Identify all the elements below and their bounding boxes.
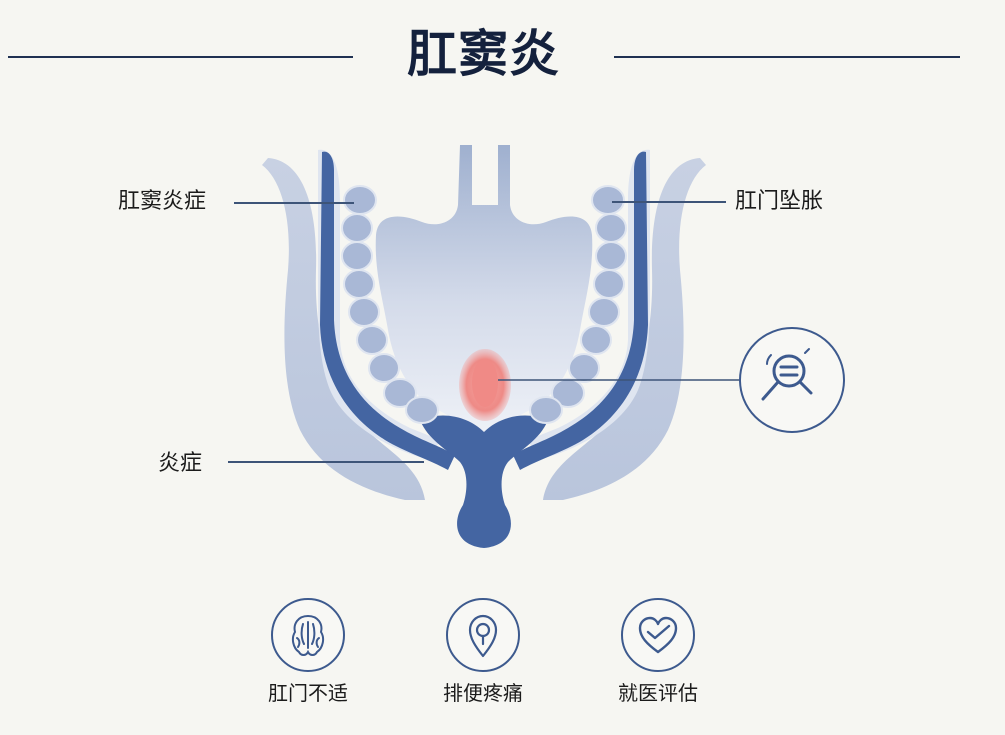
title-rule-right xyxy=(614,56,960,58)
outer-muscle-right xyxy=(543,158,706,500)
magnifier-circle xyxy=(739,327,845,433)
anal-crypts-left xyxy=(341,185,439,424)
label-anal-bearing-down: 肛门坠胀 xyxy=(735,189,824,214)
label-inflammation: 炎症 xyxy=(158,451,203,476)
leader-line-top-left xyxy=(234,202,354,204)
rectal-wall-left xyxy=(320,151,455,470)
leader-line-bottom-left xyxy=(228,461,424,463)
inflammation-core xyxy=(472,359,498,407)
anal-canal xyxy=(420,415,548,548)
medical-evaluation-icon xyxy=(621,598,695,672)
rectal-wall-right xyxy=(513,151,648,470)
icon-label-bowel-pain: 排便疼痛 xyxy=(443,681,523,705)
label-anal-sinusitis-inflammation: 肛窦炎症 xyxy=(118,189,207,214)
bowel-pain-icon xyxy=(446,598,520,672)
anal-crypts-right xyxy=(529,185,627,424)
title-rule-left xyxy=(8,56,353,58)
magnifier-icon xyxy=(761,348,813,401)
leader-line-top-right xyxy=(612,201,726,203)
anal-discomfort-icon xyxy=(271,598,345,672)
outer-muscle-left xyxy=(262,158,425,500)
icon-label-anal-discomfort: 肛门不适 xyxy=(268,681,348,705)
page-title: 肛窦炎 xyxy=(407,25,560,83)
icon-label-medical-evaluation: 就医评估 xyxy=(618,681,698,705)
rectum-body xyxy=(375,145,593,432)
